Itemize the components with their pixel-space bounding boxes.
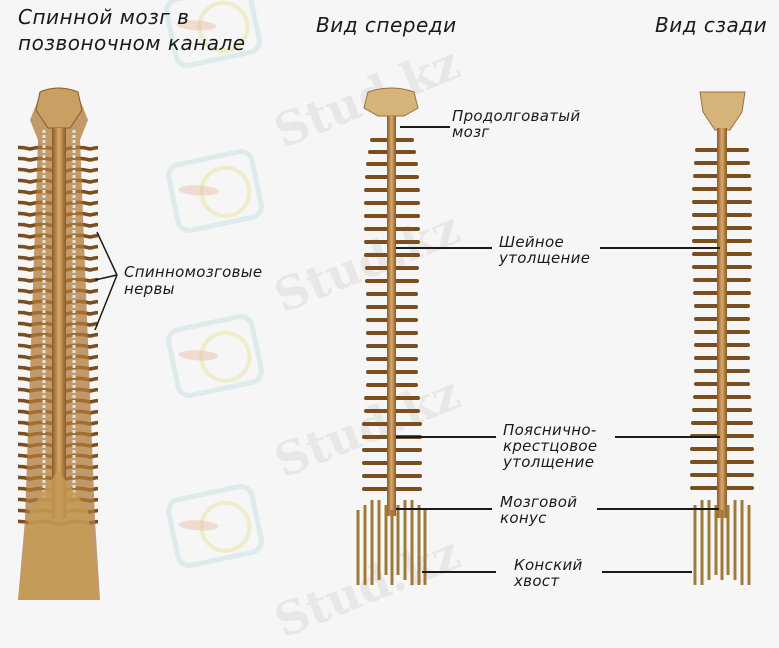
pointer-cervical-left	[396, 247, 492, 249]
panel-title-front: Вид спереди	[316, 13, 457, 37]
label-conus: Мозговой	[500, 493, 578, 511]
label-spinal-nerves: нервы	[124, 280, 175, 298]
label-cauda-equina: Конский	[514, 556, 583, 574]
panel-title-in-canal: позвоночном канале	[18, 31, 246, 55]
panel-back-figure	[690, 91, 754, 585]
panel-in-canal-figure	[18, 87, 100, 600]
pointer-lumbosacral-left	[396, 436, 496, 438]
label-cauda-equina: хвост	[514, 572, 560, 590]
label-lumbosacral: Пояснично-	[503, 421, 597, 439]
label-medulla: мозг	[452, 123, 490, 141]
panel-title-in-canal: Спинной мозг в	[18, 5, 190, 29]
panel-front-figure	[356, 87, 427, 585]
pointer-cervical-right	[600, 247, 720, 249]
panel-title-back: Вид сзади	[655, 13, 768, 37]
label-lumbosacral: утолщение	[503, 453, 595, 471]
pointer-conus-right	[597, 508, 719, 510]
label-conus: конус	[500, 509, 547, 527]
label-cervical: Шейное	[499, 233, 565, 251]
label-medulla: Продолговатый	[452, 107, 581, 125]
pointer-medulla	[400, 126, 450, 128]
pointer-lumbosacral-right	[615, 436, 720, 438]
label-spinal-nerves: Спинномозговые	[124, 263, 263, 281]
label-cervical: утолщение	[499, 249, 591, 267]
pointer-cauda-right	[602, 571, 692, 573]
pointer-conus-left	[396, 508, 492, 510]
label-lumbosacral: крестцовое	[503, 437, 598, 455]
spinal-cord-illustration	[18, 87, 754, 600]
pointer-cauda-left	[422, 571, 496, 573]
spinal-nerves-pointers	[94, 231, 118, 331]
